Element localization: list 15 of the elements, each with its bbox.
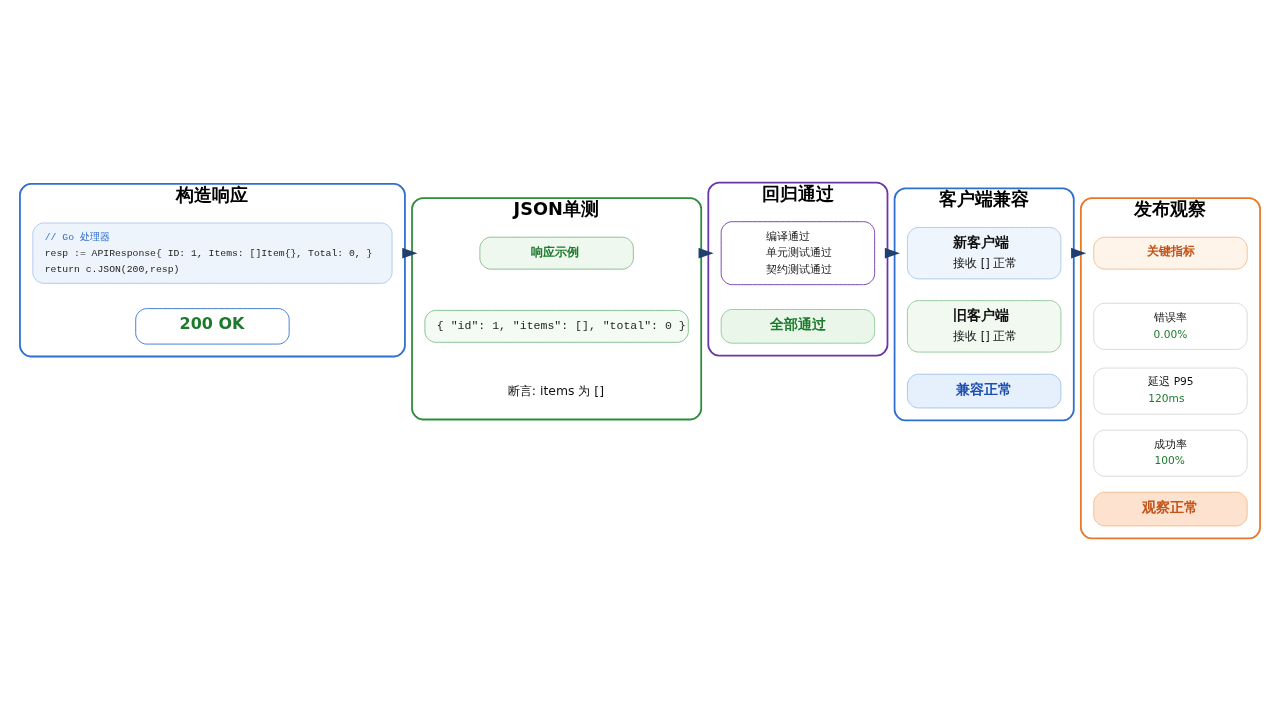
node-box: // Go 处理器 resp := APIResponse{ ID: 1, Items: []Item{}, Total: 0, } return c.JSON(200,resp) bbox=[32, 222, 393, 284]
node-box: 关键指标 bbox=[1093, 236, 1248, 270]
node-box: 新客户端 接收 [] 正常 bbox=[907, 226, 1062, 279]
node-box: 200 OK bbox=[135, 307, 290, 345]
node-box: { "id": 1, "items": [], "total": 0 } bbox=[424, 309, 689, 343]
node-box: 延迟 P95 120ms bbox=[1093, 367, 1248, 415]
node-text: 断言: items 为 [] bbox=[507, 382, 605, 398]
node-box: 兼容正常 bbox=[907, 373, 1062, 408]
node-box: 响应示例 bbox=[479, 236, 634, 270]
node-box: 观察正常 bbox=[1093, 491, 1248, 526]
node-box: 成功率 100% bbox=[1093, 429, 1248, 477]
node-box: 错误率 0.00% bbox=[1093, 302, 1248, 350]
node-box: 旧客户端 接收 [] 正常 bbox=[907, 299, 1062, 352]
node-box: 全部通过 bbox=[720, 308, 876, 344]
node-box: 编译通过 单元测试通过 契约测试通过 bbox=[720, 220, 876, 285]
